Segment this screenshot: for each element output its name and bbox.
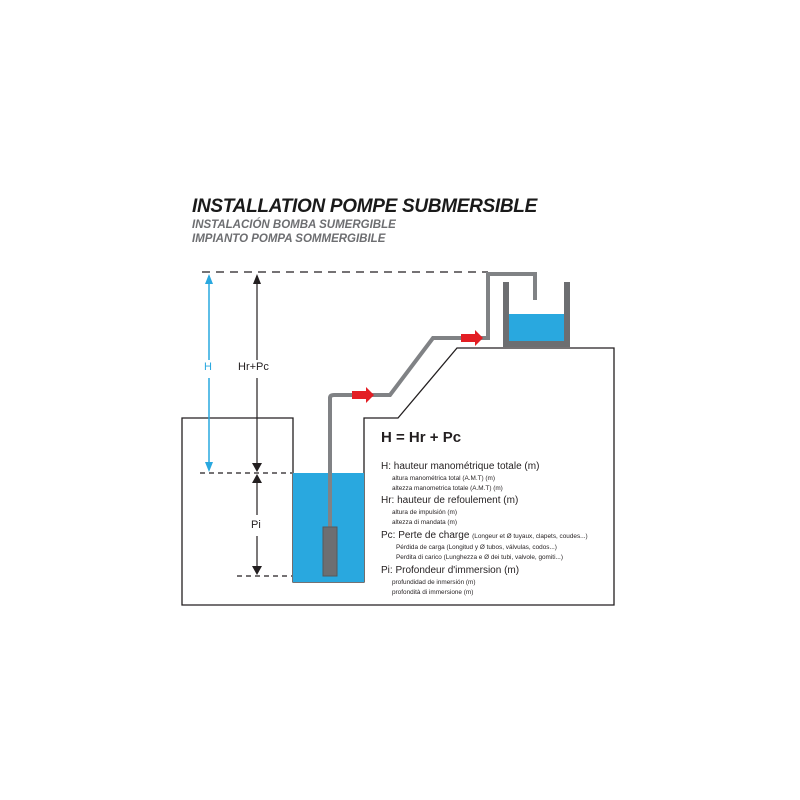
legend-hr-it: altezza di mandata (m) <box>392 519 457 526</box>
subtitle-spanish: INSTALACIÓN BOMBA SUMERGIBLE <box>192 219 396 231</box>
tank-water <box>509 314 564 342</box>
legend-pc: Pc: Perte de charge (Longeur et Ø tuyaux… <box>381 530 588 541</box>
discharge-pipe <box>328 272 537 528</box>
diagram-title: INSTALLATION POMPE SUBMERSIBLE <box>192 196 537 217</box>
flow-arrow-icon <box>352 387 374 403</box>
h-label: H <box>204 361 212 373</box>
flow-arrow-icon <box>461 330 483 346</box>
legend-pc-main: Pc: Perte de charge <box>381 530 470 541</box>
pi-label: Pi <box>251 519 261 531</box>
storage-tank <box>503 282 570 347</box>
legend-h-es: altura manométrica total (A.M.T) (m) <box>392 475 495 482</box>
legend-h: H: hauteur manométrique totale (m) <box>381 461 540 472</box>
legend-h-it: altezza manometrica totale (A.M.T) (m) <box>392 485 503 492</box>
legend-hr-es: altura de impulsión (m) <box>392 509 457 516</box>
hr-pc-label: Hr+Pc <box>238 361 269 373</box>
legend-hr: Hr: hauteur de refoulement (m) <box>381 495 519 506</box>
legend-pi-es: profundidad de inmersión (m) <box>392 579 476 586</box>
legend-pi: Pi: Profondeur d'immersion (m) <box>381 565 520 576</box>
submersible-pump <box>322 526 338 577</box>
legend-pc-es: Pérdida de carga (Longitud y Ø tubos, vá… <box>396 544 557 551</box>
subtitle-italian: IMPIANTO POMPA SOMMERGIBILE <box>192 233 386 245</box>
formula: H = Hr + Pc <box>381 429 462 446</box>
legend-pi-it: profondità di immersione (m) <box>392 589 474 596</box>
legend-pc-note: (Longeur et Ø tuyaux, clapets, coudes...… <box>472 533 588 540</box>
legend-pc-it: Perdita di carico (Lunghezza e Ø dei tub… <box>396 554 563 561</box>
